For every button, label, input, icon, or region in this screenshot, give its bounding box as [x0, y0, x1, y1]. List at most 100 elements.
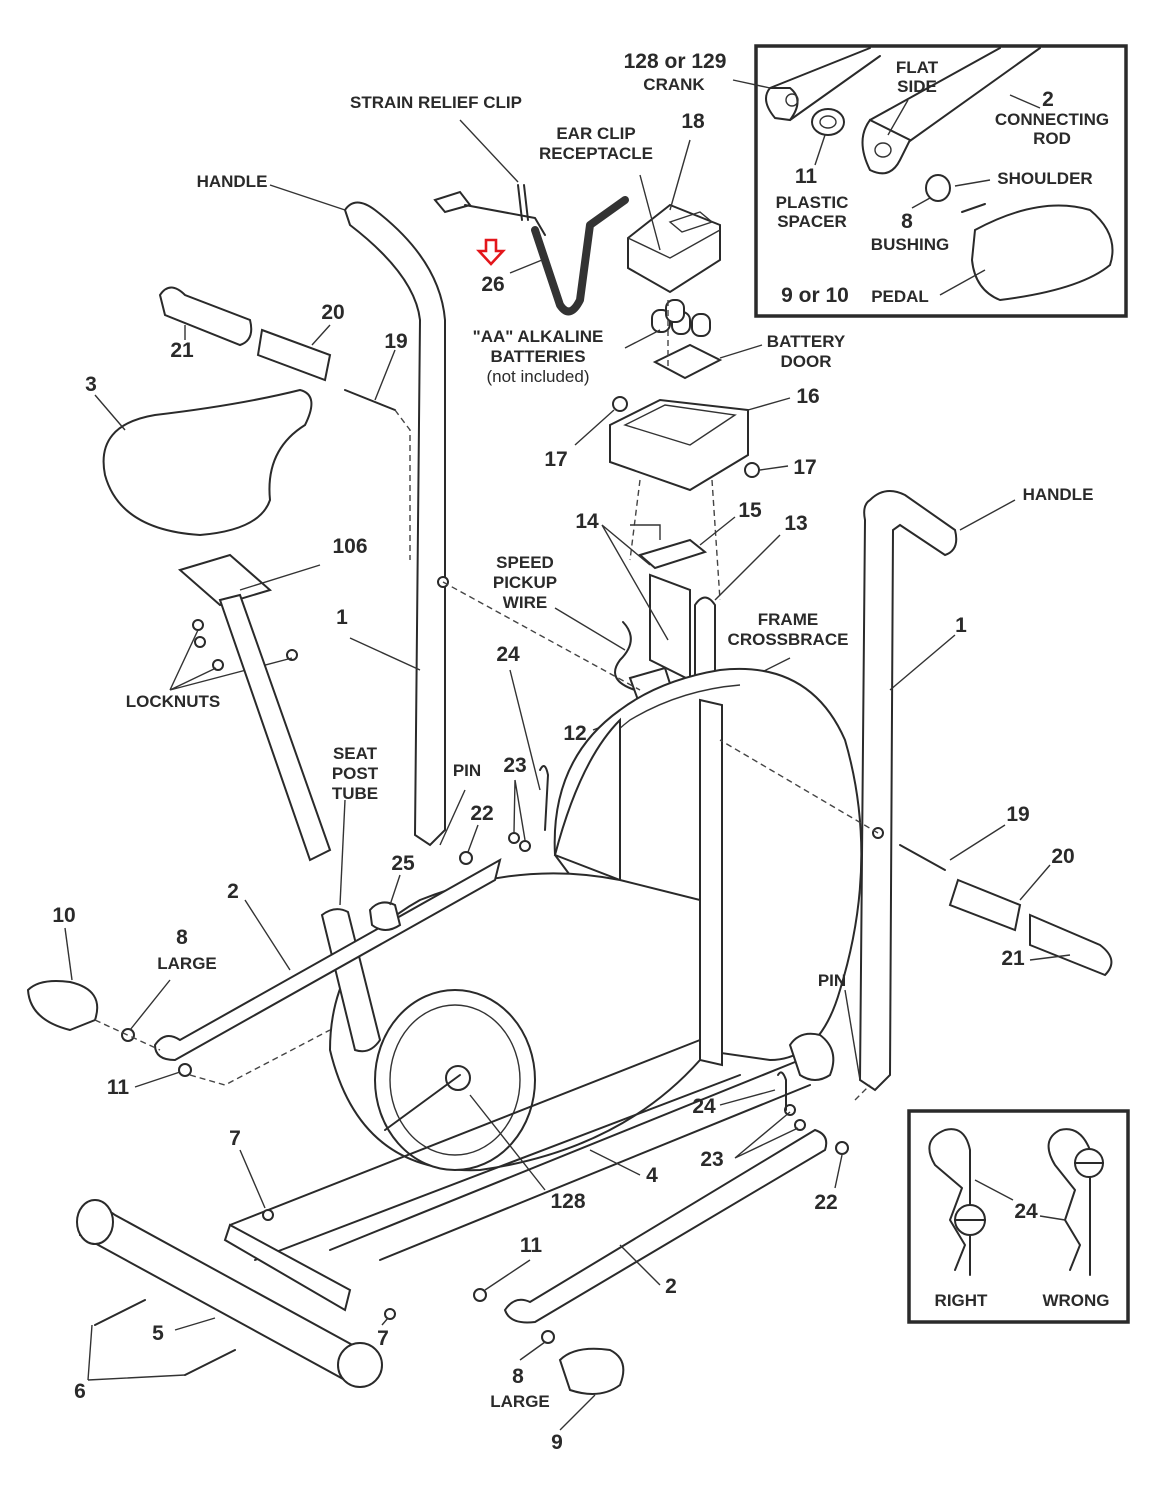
leader-spacer [814, 134, 826, 166]
label-handle-left: HANDLE [197, 172, 268, 191]
part-4: 4 [646, 1164, 658, 1187]
leader-17-right [759, 465, 789, 471]
part-11-left: 11 [107, 1076, 130, 1099]
pedal-9 [558, 1347, 625, 1395]
clip-24-left [539, 765, 549, 831]
sleeve-20-right [948, 878, 1022, 932]
ear-clip-wire [464, 204, 546, 236]
part-14: 14 [575, 510, 599, 533]
part-10: 10 [52, 904, 75, 927]
label-flat-side-1: FLAT [896, 58, 939, 77]
label-flat-side-2: SIDE [897, 77, 937, 96]
inset-clip-frame [907, 1109, 1130, 1324]
clip-right-ball-bottom [953, 1219, 987, 1236]
leader-handle-left [269, 184, 346, 211]
crank-arm [769, 47, 881, 121]
console-window [668, 211, 714, 233]
leader-handle-right [959, 499, 1016, 531]
highlight-arrow [476, 238, 506, 266]
leaders-grip-left [184, 324, 396, 401]
part-7-bottom: 7 [377, 1327, 389, 1350]
leader-rod [1009, 94, 1041, 109]
leader-bushing [911, 197, 931, 209]
knob-17-left [612, 396, 628, 412]
nut-7-bottom [384, 1308, 396, 1320]
washer-23-left-b [519, 840, 531, 852]
label-large-left: LARGE [157, 954, 217, 973]
locknut-1 [192, 619, 204, 631]
leader-clip-24 [974, 1179, 1066, 1221]
label-handle-right: HANDLE [1023, 485, 1094, 504]
bolt-dash-left [394, 409, 411, 560]
label-seat-post-2: POST [332, 764, 379, 783]
leader-14 [601, 524, 669, 641]
part-18: 18 [681, 110, 705, 133]
battery-group [651, 299, 711, 337]
pivot-25 [368, 901, 402, 931]
inset-pedal-assembly: FLAT SIDE 2 CONNECTING ROD 11 PLASTIC SP… [732, 44, 1128, 318]
spacer-hole [819, 115, 837, 129]
leader-batteries [624, 329, 661, 349]
label-seat-post-3: TUBE [332, 784, 378, 803]
sleeve-20-left [256, 328, 332, 382]
console-base-16 [609, 398, 749, 492]
ear-clip-assembly [433, 119, 629, 316]
clip-wrong-ball-bottom [1073, 1162, 1105, 1178]
label-strain-relief: STRAIN RELIEF CLIP [350, 93, 522, 112]
battery-3 [691, 313, 711, 337]
part-12: 12 [563, 722, 586, 745]
label-pin-left: PIN [453, 761, 481, 780]
part-1-left: 1 [336, 606, 348, 629]
label-bushing: BUSHING [871, 235, 949, 254]
leader-6 [87, 1324, 186, 1381]
label-ear-clip-2: RECEPTACLE [539, 144, 653, 163]
bolts-6 [94, 1299, 236, 1376]
crank-hole [785, 93, 799, 107]
frame-base [76, 1032, 835, 1388]
mast-assembly [554, 516, 791, 731]
seat-post [218, 593, 332, 862]
washer-22-left [459, 851, 473, 865]
label-clip-24: 24 [1014, 1200, 1038, 1223]
clip-wrong-shape [1047, 1128, 1091, 1276]
leader-speed-pickup [554, 607, 626, 651]
leader-1-left [349, 637, 421, 671]
clip-right-ball-top [953, 1204, 987, 1221]
leader-106 [239, 564, 321, 591]
leaders-22-23-24-left [467, 669, 541, 853]
label-shoulder: SHOULDER [997, 169, 1092, 188]
label-wrong: WRONG [1042, 1291, 1109, 1310]
grip-21-left [158, 286, 253, 347]
leader-25 [389, 874, 401, 906]
part-8-left: 8 [176, 926, 188, 949]
plastic-spacer-shape [811, 108, 845, 136]
part-5: 5 [152, 1322, 164, 1345]
label-batteries-2: BATTERIES [490, 347, 585, 366]
leader-crank [732, 79, 771, 89]
inset-pedal-frame [754, 44, 1128, 318]
label-frame-crossbrace-1: FRAME [758, 610, 818, 629]
spacer-11-bottom [473, 1288, 487, 1302]
leader-4 [589, 1149, 641, 1176]
label-rod-num: 2 [1042, 88, 1054, 111]
crank-disc-inner [389, 1004, 521, 1156]
clip-24-right [777, 1071, 787, 1111]
console-edge [627, 229, 721, 259]
rod-end [861, 118, 912, 175]
battery-door-shape [652, 343, 723, 380]
label-spacer: SPACER [777, 212, 847, 231]
label-locknuts: LOCKNUTS [126, 692, 220, 711]
part-19-right: 19 [1006, 803, 1029, 826]
part-15: 15 [738, 499, 762, 522]
bushing-shape [925, 174, 951, 202]
label-seat-post-1: SEAT [333, 744, 378, 763]
handle-dash-left [442, 581, 641, 691]
leader-2-left [244, 899, 291, 971]
part-22-left: 22 [470, 802, 493, 825]
label-large-bottom: LARGE [490, 1392, 550, 1411]
pin-dash-right [854, 1084, 871, 1101]
part-6: 6 [74, 1380, 86, 1403]
leader-shoulder [954, 179, 991, 187]
spacer-11-left [178, 1063, 192, 1077]
part-numbers: 26 18 16 17 17 14 15 13 12 24 23 22 25 2… [52, 110, 1074, 1454]
